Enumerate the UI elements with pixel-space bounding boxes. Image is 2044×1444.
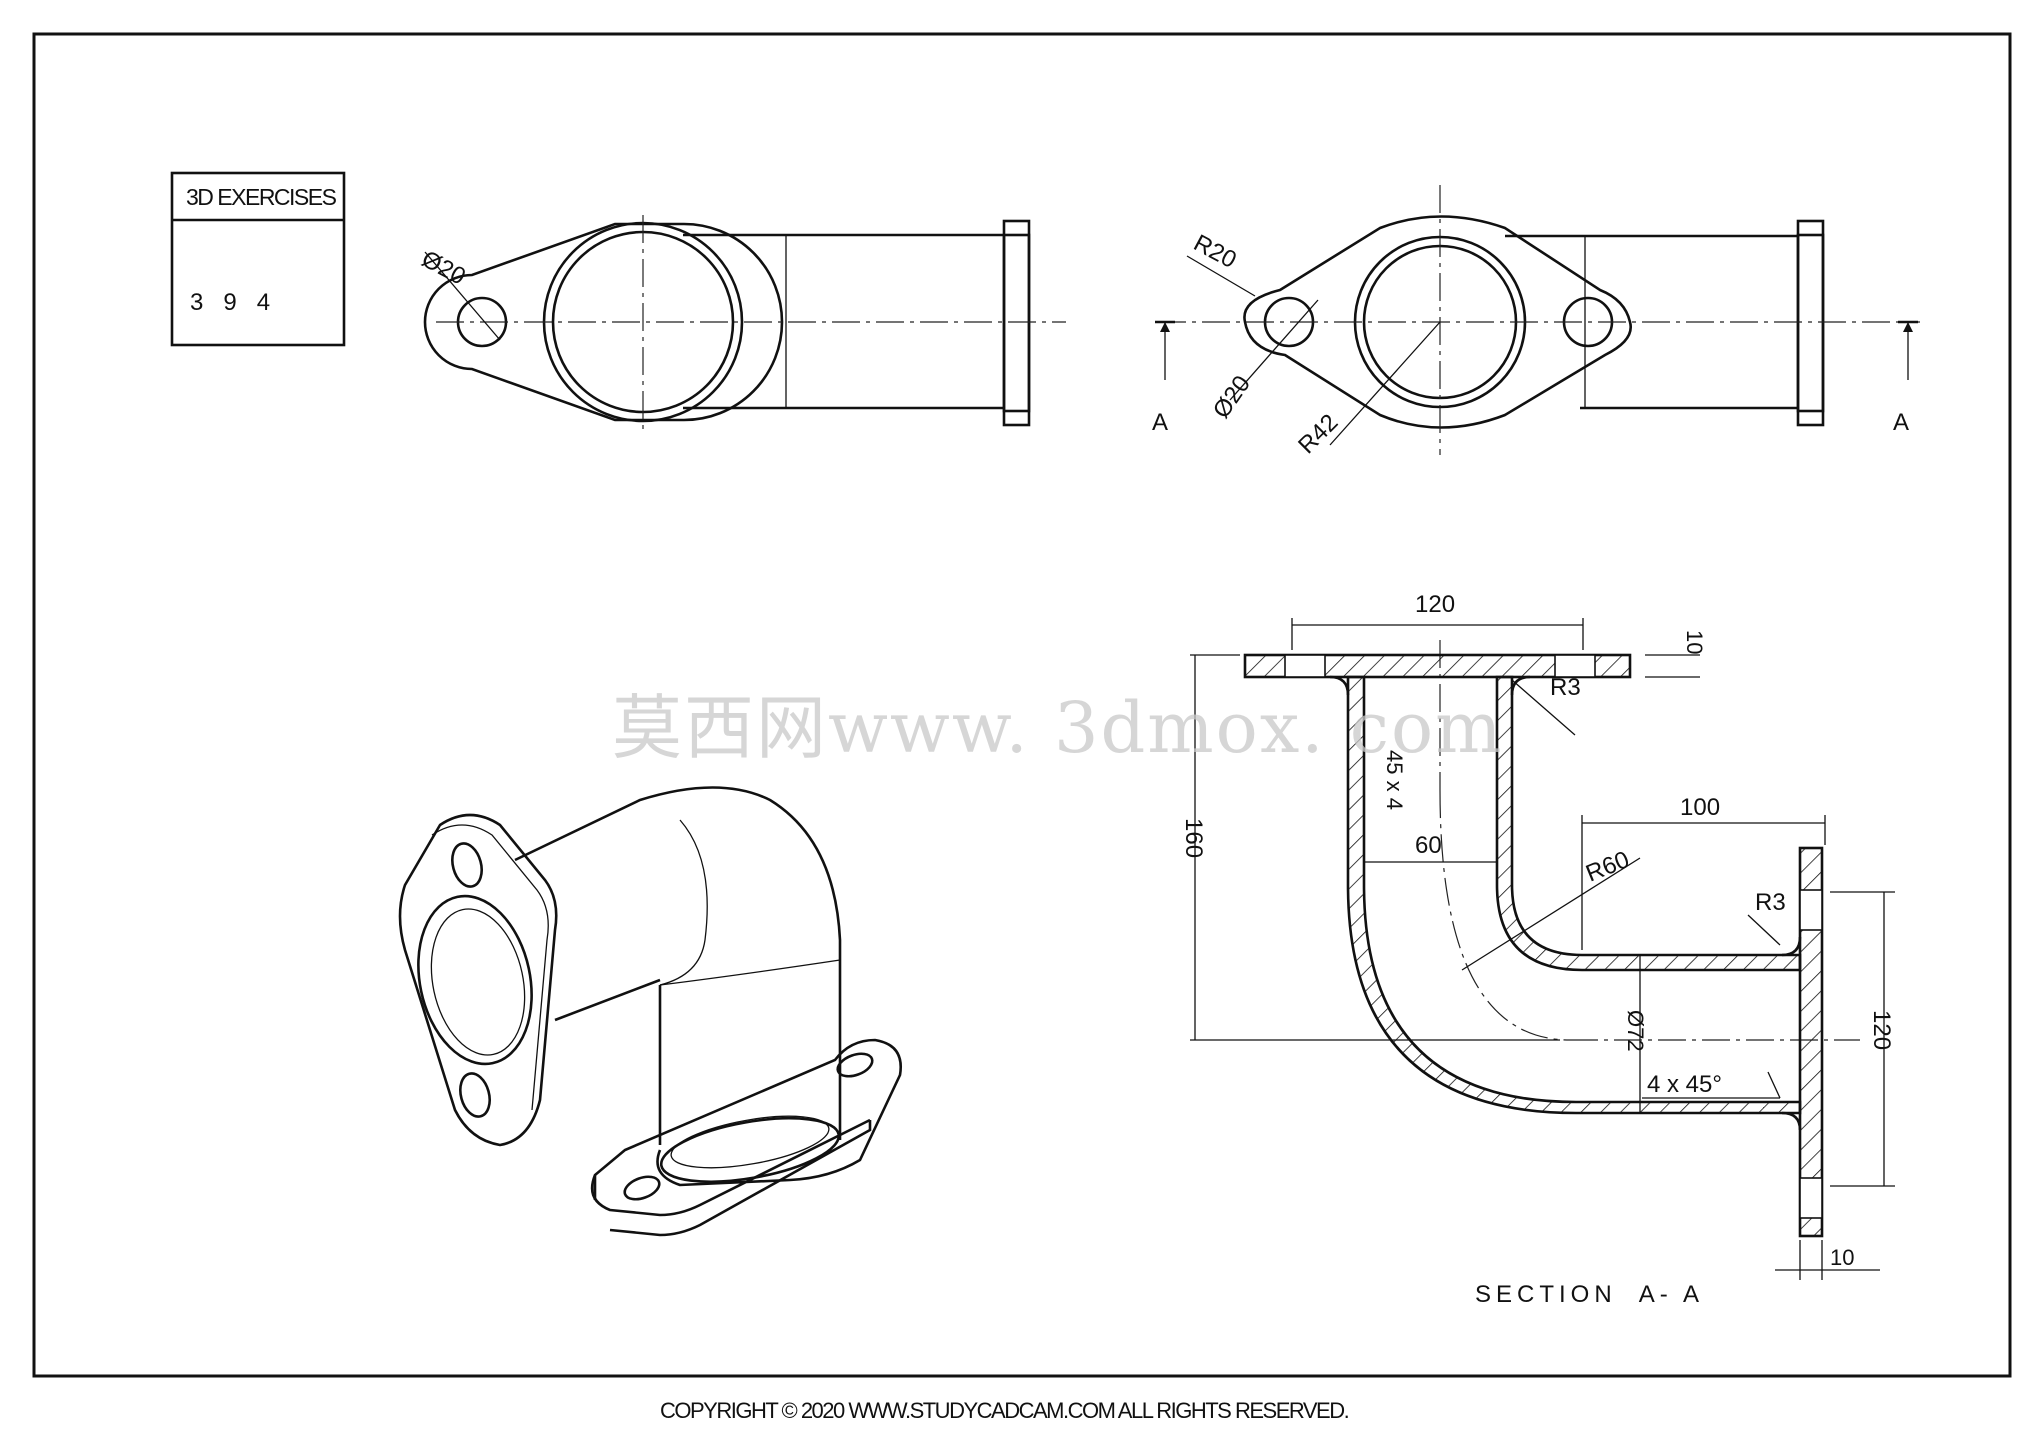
title-block: 3D EXERCISES 3 9 4 [170, 171, 346, 347]
dim-flange-right: 10 [1830, 1245, 1854, 1270]
dim-height-160: 160 [1180, 818, 1207, 858]
title-block-heading: 3D EXERCISES [186, 184, 337, 210]
corner-radius-dim: R42 [1293, 409, 1343, 459]
section-caption: SECTION A- A [1475, 1281, 1704, 1308]
dim-diameter: Ø72 [1623, 1010, 1648, 1052]
copyright-footer: COPYRIGHT © 2020 WWW.STUDYCADCAM.COM ALL… [660, 1398, 1349, 1423]
dim-inner-60: 60 [1415, 832, 1442, 859]
dim-chamfer: 4 x 45° [1647, 1071, 1722, 1098]
dim-fillet-right: R3 [1755, 889, 1786, 916]
watermark: 莫西网www. 3dmox. com [612, 687, 1504, 769]
dim-outlet-length: 100 [1680, 794, 1720, 821]
section-view: 120 10 R3 45 x 4 60 160 100 R60 R3 Ø72 [1180, 591, 1895, 1308]
cut-label-right: A [1893, 409, 1909, 436]
isometric-view [398, 786, 903, 1237]
drawing-border [32, 32, 2012, 1378]
cut-label-left: A [1152, 409, 1168, 436]
front-view: A A R20 Ø20 R42 [1152, 185, 1920, 459]
flange-radius-dim: R20 [1189, 229, 1241, 274]
dim-width-120: 120 [1415, 591, 1455, 618]
dim-outlet-height: 120 [1868, 1010, 1895, 1050]
top-view: Ø20 [417, 215, 1066, 430]
dim-bore: 45 x 4 [1382, 750, 1407, 810]
dim-flange-thk: 10 [1682, 630, 1707, 654]
dim-bend-radius: R60 [1582, 846, 1633, 888]
dim-fillet-top: R3 [1550, 674, 1581, 701]
exercise-number: 3 9 4 [190, 289, 270, 316]
